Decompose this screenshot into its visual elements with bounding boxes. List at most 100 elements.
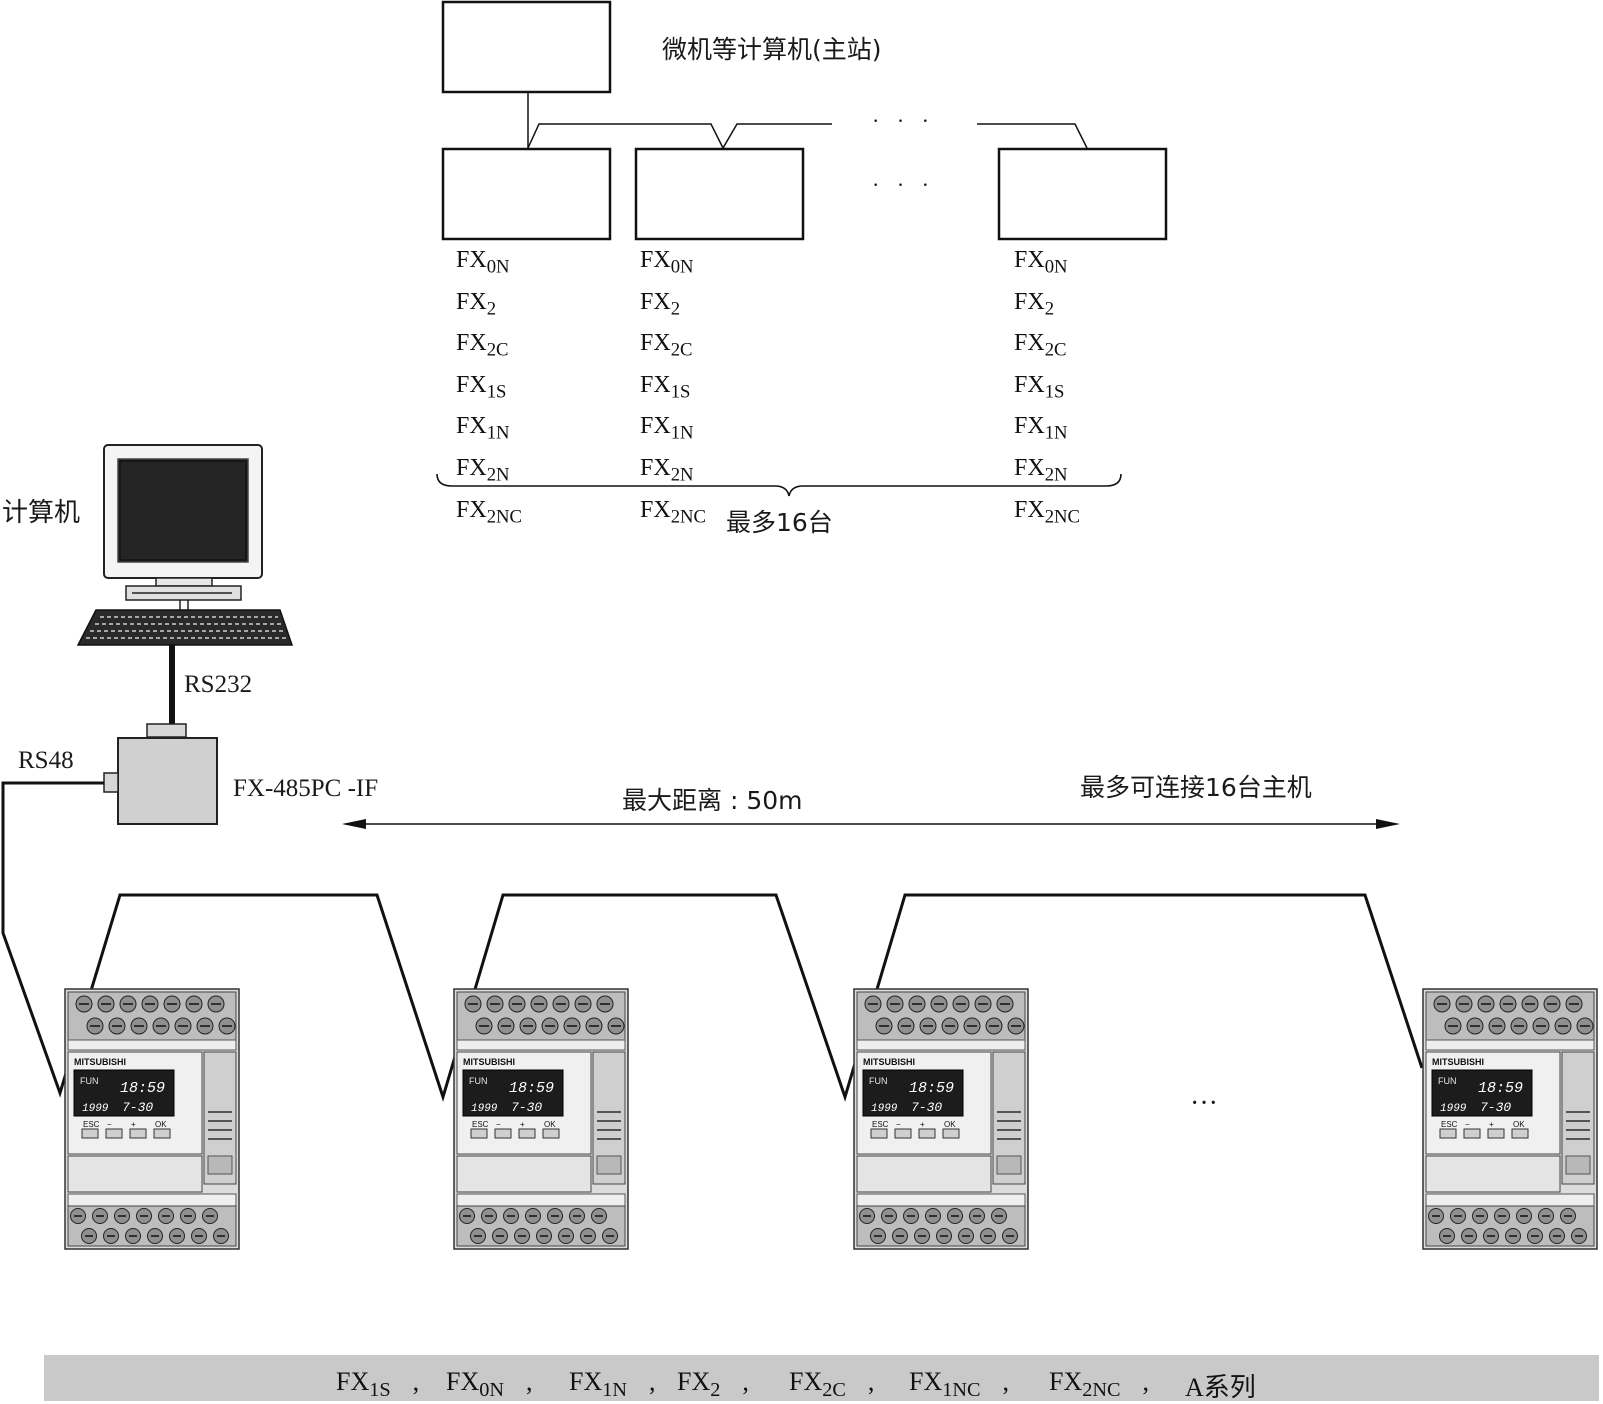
slave-model-item: FX1S	[456, 371, 507, 403]
rs48-label: RS48	[18, 747, 74, 774]
svg-text:FUN: FUN	[869, 1076, 888, 1086]
svg-text:−: −	[896, 1120, 901, 1129]
max-hosts-label: 最多可连接16台主机	[1080, 773, 1312, 802]
slave-model-item: FX0N	[640, 247, 694, 278]
slave-model-item: FX2NC	[1014, 496, 1081, 528]
svg-text:1999: 1999	[471, 1103, 498, 1115]
arrow-head-left	[342, 819, 366, 829]
master-label: 微机等计算机(主站)	[662, 35, 882, 64]
svg-text:MITSUBISHI: MITSUBISHI	[74, 1057, 126, 1067]
max-distance-label: 最大距离 : 50m	[622, 786, 803, 815]
slave-model-item: FX2C	[640, 330, 693, 361]
slave-model-item: FX2N	[456, 455, 510, 486]
svg-text:7-30: 7-30	[122, 1100, 153, 1115]
slave-model-item: FX1N	[456, 413, 510, 445]
bus-line-left	[527, 123, 832, 150]
slave-model-item: FX2NC	[456, 496, 523, 528]
svg-text:1999: 1999	[871, 1103, 898, 1115]
svg-text:+: +	[520, 1120, 525, 1129]
svg-text:7-30: 7-30	[1480, 1100, 1511, 1115]
svg-text:18:59: 18:59	[909, 1080, 954, 1097]
svg-text:−: −	[1465, 1120, 1470, 1129]
svg-text:+: +	[1489, 1120, 1494, 1129]
svg-text:FUN: FUN	[1438, 1076, 1457, 1086]
svg-text:18:59: 18:59	[509, 1080, 554, 1097]
svg-text:MITSUBISHI: MITSUBISHI	[463, 1057, 515, 1067]
converter-label: FX-485PC -IF	[233, 775, 379, 802]
svg-text:ESC: ESC	[83, 1120, 100, 1129]
slave-box-1	[441, 147, 612, 241]
slave-model-item: FX2NC	[640, 496, 707, 528]
slave-box-2	[634, 147, 805, 241]
svg-text:OK: OK	[1513, 1120, 1525, 1129]
slave-model-item: FX2N	[640, 455, 694, 486]
ellipsis-more-plcs: ···	[1190, 1088, 1218, 1119]
slave-model-item: FX2	[456, 288, 497, 320]
svg-text:18:59: 18:59	[1478, 1080, 1523, 1097]
computer-label: 计算机	[2, 498, 81, 528]
slave-model-item: FX2	[1014, 288, 1055, 320]
legend-item: FX1S,	[336, 1367, 420, 1402]
legend-item: FX2NC,	[1049, 1367, 1150, 1402]
rs485-cable	[1, 781, 1424, 1103]
max-slaves-label: 最多16台	[726, 508, 833, 537]
slave-model-item: FX0N	[1014, 247, 1068, 278]
legend-item: FX2C,	[789, 1367, 875, 1402]
slave-model-item: FX0N	[456, 247, 510, 278]
svg-text:OK: OK	[544, 1120, 556, 1129]
slave-model-item: FX2N	[1014, 455, 1068, 486]
svg-text:+: +	[920, 1120, 925, 1129]
converter-box	[103, 723, 218, 825]
dots-top: · · ·	[872, 108, 935, 133]
legend-item: FX1N,	[569, 1367, 656, 1402]
rs232-label: RS232	[184, 671, 253, 698]
svg-text:1999: 1999	[82, 1103, 109, 1115]
slave-model-item: FX2C	[1014, 330, 1067, 361]
slave-model-item: FX1N	[1014, 413, 1068, 445]
dots-middle: · · ·	[872, 172, 935, 197]
svg-text:ESC: ESC	[872, 1120, 889, 1129]
svg-text:FUN: FUN	[80, 1076, 99, 1086]
svg-text:1999: 1999	[1440, 1103, 1467, 1115]
svg-text:OK: OK	[944, 1120, 956, 1129]
master-box	[441, 0, 612, 94]
svg-text:18:59: 18:59	[120, 1080, 165, 1097]
legend-item: A系列	[1185, 1373, 1256, 1402]
bus-line-right	[977, 123, 1088, 149]
slaves-brace	[436, 473, 1122, 497]
legend-item: FX0N,	[446, 1367, 533, 1402]
svg-text:7-30: 7-30	[911, 1100, 942, 1115]
slave-box-n	[997, 147, 1168, 241]
svg-text:+: +	[131, 1120, 136, 1129]
slave-model-item: FX1S	[1014, 371, 1065, 403]
compatible-series-legend: FX1S, FX0N, FX1N, FX2, FX2C, FX1NC, FX2NC, A系列	[44, 1355, 1599, 1402]
svg-text:MITSUBISHI: MITSUBISHI	[863, 1057, 915, 1067]
slave-model-item: FX1S	[640, 371, 691, 403]
legend-item: FX2,	[677, 1367, 749, 1402]
legend-item: FX1NC,	[909, 1367, 1010, 1402]
svg-text:7-30: 7-30	[511, 1100, 542, 1115]
arrow-head-right	[1376, 819, 1400, 829]
slave-model-item: FX2C	[456, 330, 509, 361]
svg-text:OK: OK	[155, 1120, 167, 1129]
computer-icon	[76, 444, 294, 646]
slave-model-item: FX2	[640, 288, 681, 320]
svg-text:ESC: ESC	[472, 1120, 489, 1129]
svg-text:MITSUBISHI: MITSUBISHI	[1432, 1057, 1484, 1067]
svg-text:FUN: FUN	[469, 1076, 488, 1086]
svg-text:ESC: ESC	[1441, 1120, 1458, 1129]
slave-model-item: FX1N	[640, 413, 694, 445]
svg-text:−: −	[107, 1120, 112, 1129]
